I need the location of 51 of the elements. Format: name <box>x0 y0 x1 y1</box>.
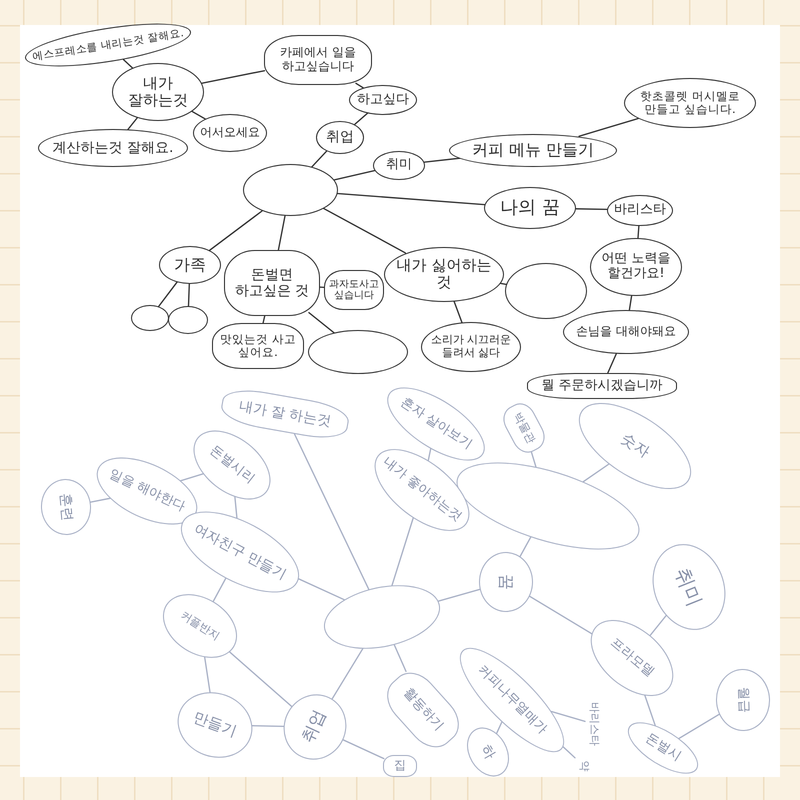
connector-line <box>294 433 370 590</box>
connector-line <box>212 578 226 602</box>
connector-line <box>322 208 406 254</box>
connector-line <box>519 536 532 558</box>
connector-line <box>453 300 463 324</box>
connector-line <box>252 725 284 728</box>
connector-line <box>428 448 432 462</box>
connector-line <box>332 648 364 700</box>
connector-line <box>342 739 385 760</box>
connector-line <box>391 517 414 586</box>
connector-line <box>204 656 211 693</box>
connector-line <box>208 210 263 251</box>
connector-line <box>127 117 138 130</box>
connector-line <box>424 158 461 163</box>
connector-line <box>201 70 266 84</box>
connector-line <box>438 588 480 602</box>
connector-line <box>311 150 328 168</box>
connector-line <box>582 463 610 482</box>
connector-line <box>298 578 345 600</box>
connector-line <box>122 58 134 69</box>
connector-line <box>530 452 537 468</box>
connector-line <box>578 118 639 137</box>
connector-line <box>394 644 407 672</box>
connector-line <box>678 714 720 740</box>
connector-line <box>336 192 486 206</box>
connector-line <box>354 112 368 125</box>
connector-line <box>90 498 111 503</box>
connector-line <box>562 746 576 758</box>
connector-line <box>333 170 376 181</box>
connector-line <box>180 473 204 482</box>
topic-box: 집 <box>383 755 417 777</box>
connector-line <box>607 353 617 374</box>
connector-line <box>644 694 656 726</box>
connector-line <box>355 82 364 88</box>
connector-line <box>158 282 178 308</box>
connector-line <box>575 208 608 210</box>
connector-line <box>550 710 586 722</box>
connector-line <box>319 286 325 288</box>
connector-line <box>278 215 286 251</box>
connector-line <box>637 224 640 239</box>
handwritten-label: 약 <box>575 756 593 776</box>
connector-line <box>234 496 238 518</box>
connector-line <box>496 721 502 734</box>
connector-line <box>308 312 335 334</box>
connector-line <box>529 596 592 634</box>
connector-line <box>628 295 632 311</box>
connector-line <box>650 614 667 636</box>
connector-line <box>191 110 206 120</box>
connector-line <box>262 315 266 324</box>
connector-line <box>229 651 292 708</box>
connector-line <box>188 283 190 307</box>
